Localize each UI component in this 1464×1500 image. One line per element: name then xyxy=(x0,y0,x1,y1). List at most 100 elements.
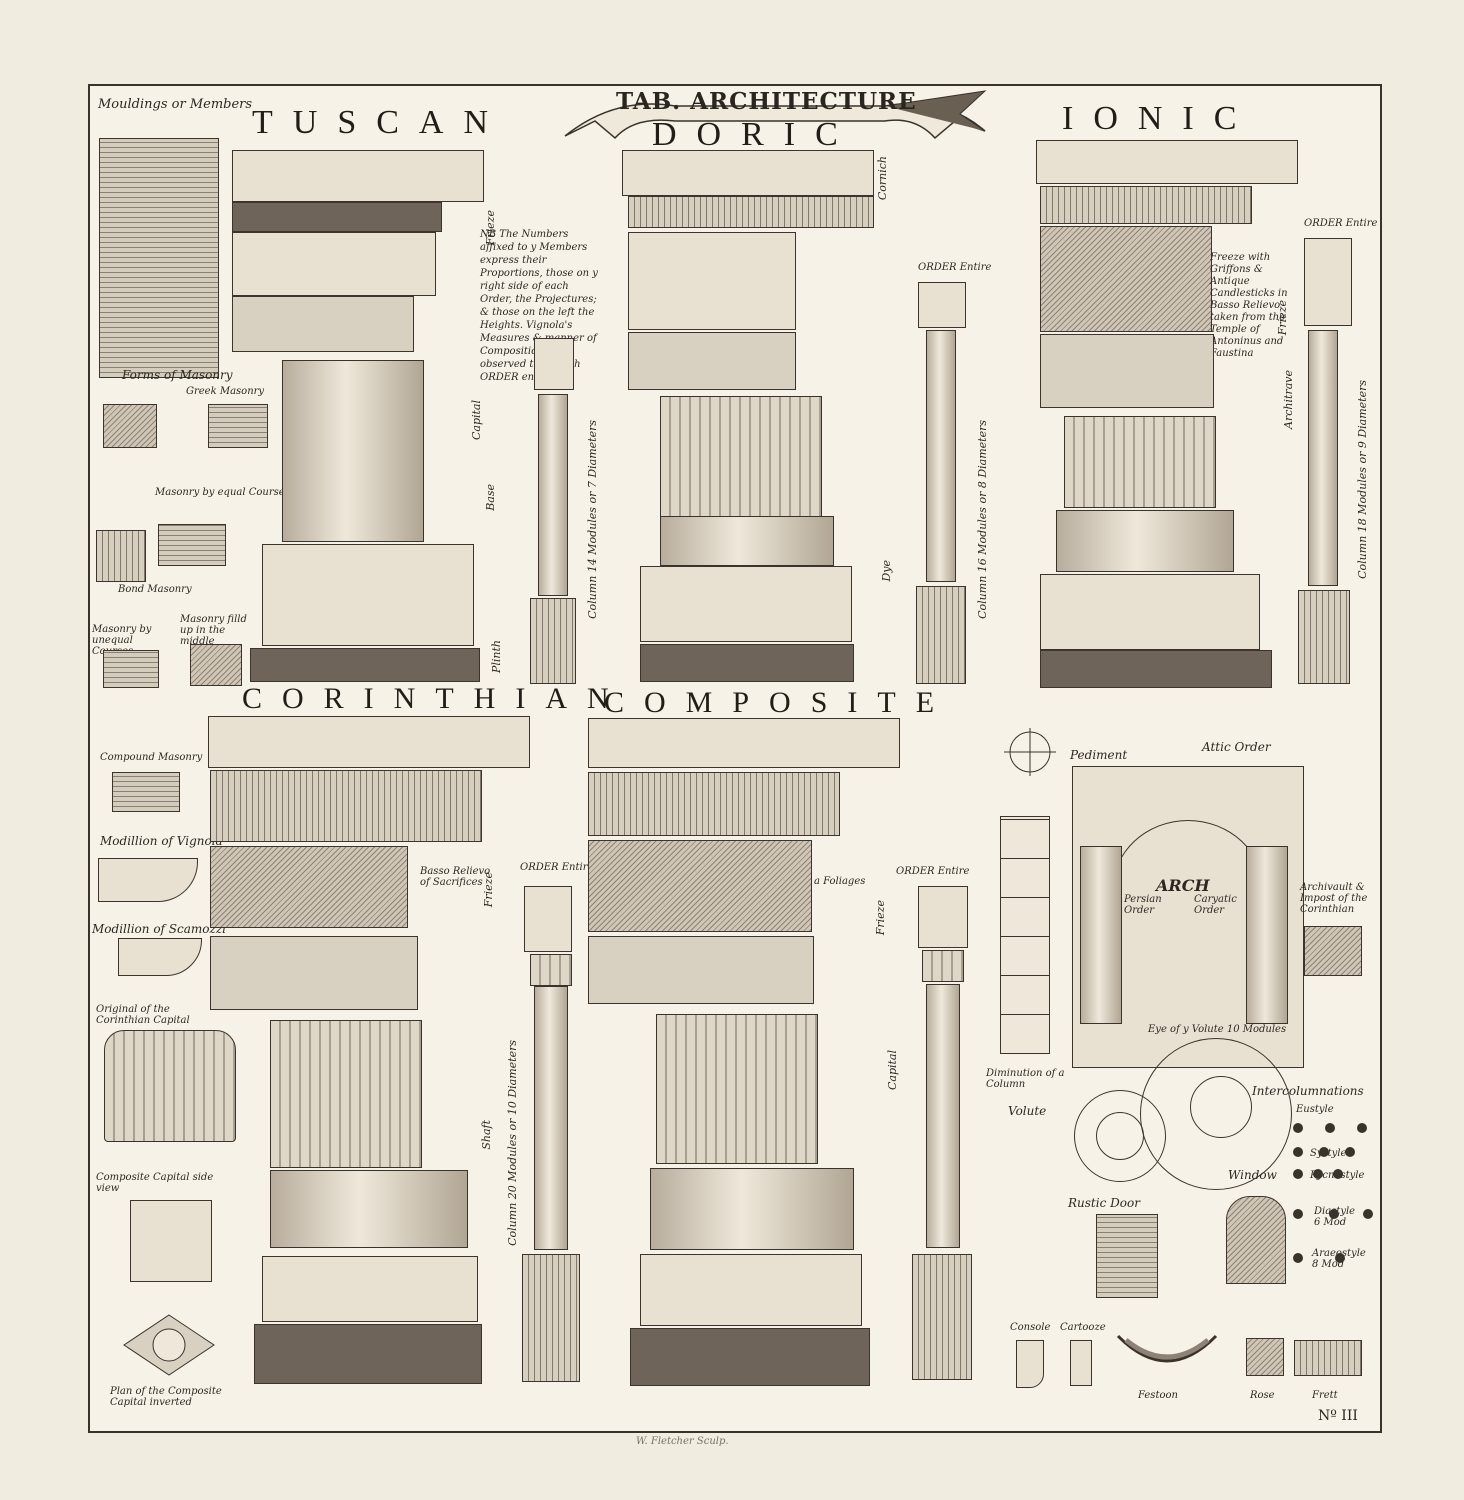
capital-plan-icon xyxy=(123,1314,215,1376)
compound-masonry-label: Compound Masonry xyxy=(100,752,203,763)
tuscan-plinth-label: Plinth xyxy=(490,640,503,674)
ionic-column-shaft xyxy=(1308,330,1338,586)
composite-base xyxy=(650,1168,854,1250)
composite-capital xyxy=(656,1014,818,1164)
plan-capital-label: Plan of the Composite Capital inverted xyxy=(110,1386,222,1408)
rose-label: Rose xyxy=(1250,1390,1275,1401)
composite-order-entire: ORDER Entire xyxy=(896,866,970,877)
masonry-sample-filled xyxy=(190,644,242,686)
caryatic-order-label: Caryatic Order xyxy=(1194,894,1237,916)
corinthian-entablature-mini xyxy=(524,886,572,952)
order-title-tuscan: TUSCAN xyxy=(252,104,509,141)
plate-number: Nº III xyxy=(1318,1408,1358,1424)
masonry-equal-label: Masonry by equal Courses xyxy=(155,487,290,498)
corinthian-base xyxy=(270,1170,468,1248)
masonry-sample-equal xyxy=(158,524,226,566)
ionic-column-proportion: Column 18 Modules or 9 Diameters xyxy=(1356,380,1369,579)
tuscan-base xyxy=(250,648,480,682)
doric-base-torus xyxy=(660,516,834,566)
ionic-base xyxy=(1056,510,1234,572)
tuscan-column-pedestal xyxy=(530,598,576,684)
doric-mutules xyxy=(628,196,874,228)
pediment-label: Pediment xyxy=(1070,748,1128,762)
tuscan-architrave xyxy=(232,296,414,352)
corinthian-mini-capital xyxy=(530,954,572,986)
composite-foliages-label: a Foliages xyxy=(814,876,866,887)
tuscan-capital-label: Capital xyxy=(470,400,483,441)
intercolumnation-circle xyxy=(1140,1038,1292,1190)
tuscan-capital-detail xyxy=(282,360,424,542)
composite-plinth xyxy=(630,1328,870,1386)
doric-pedestal xyxy=(640,566,852,642)
eustyle-label: Eustyle xyxy=(1296,1104,1334,1115)
tuscan-cornice xyxy=(232,150,484,202)
bleed-through-text xyxy=(0,60,40,1260)
ionic-pedestal xyxy=(1040,574,1260,650)
order-title-composite: COMPOSITE xyxy=(604,686,955,719)
ionic-plinth xyxy=(1040,650,1272,688)
tuscan-column-shaft xyxy=(538,394,568,596)
intercolumnation-dots-icon xyxy=(1293,1123,1373,1263)
mouldings-table xyxy=(99,138,219,378)
modillion-vignola-label: Modillion of Vignola xyxy=(100,834,223,848)
diminution-circle-icon xyxy=(1004,728,1056,776)
doric-column-pedestal xyxy=(916,586,966,684)
corinthian-column-shaft xyxy=(534,986,568,1250)
modillion-scamozzi-label: Modillion of Scamozzi xyxy=(92,922,226,936)
order-title-doric: DORIC xyxy=(652,116,858,153)
greek-masonry-label: Greek Masonry xyxy=(186,386,265,397)
doric-plinth xyxy=(640,644,854,682)
console-label: Console xyxy=(1010,1322,1051,1333)
corinthian-shaft-label: Shaft xyxy=(480,1120,493,1150)
window-elevation xyxy=(1226,1196,1286,1284)
mouldings-heading: Mouldings or Members xyxy=(98,97,253,112)
corinthian-frieze-sacrifice xyxy=(210,846,408,928)
composite-cornice xyxy=(588,718,900,768)
corinthian-architrave xyxy=(210,936,418,1010)
volute-label: Volute xyxy=(1008,1104,1047,1118)
composite-entablature-mini xyxy=(918,886,968,948)
diminution-label: Diminution of a Column xyxy=(986,1068,1065,1090)
cartooze-icon xyxy=(1070,1340,1092,1386)
tuscan-base-label: Base xyxy=(484,484,497,511)
masonry-filled-label: Masonry filld up in the middle xyxy=(180,614,247,647)
doric-frieze-triglyphs xyxy=(628,232,796,330)
corinthian-order-entire: ORDER Entire xyxy=(520,862,594,873)
composite-dentils xyxy=(588,772,840,836)
bond-masonry-label: Bond Masonry xyxy=(118,584,192,595)
forms-of-masonry-label: Forms of Masonry xyxy=(122,368,233,382)
title-banner xyxy=(564,90,987,140)
window-label: Window xyxy=(1228,1168,1277,1182)
doric-cornice-label: Cornich xyxy=(876,156,889,201)
rose-icon xyxy=(1246,1338,1284,1376)
corinthian-frieze-label: Frieze xyxy=(482,872,495,908)
ionic-frieze-note: Freeze with Griffons & Antique Candlesti… xyxy=(1210,252,1288,359)
order-title-corinthian: CORINTHIAN xyxy=(242,682,629,715)
cartooze-label: Cartooze xyxy=(1060,1322,1106,1333)
intercolumnations-label: Intercolumnations xyxy=(1252,1084,1364,1098)
doric-capital xyxy=(660,396,822,518)
frett-icon xyxy=(1294,1340,1362,1376)
ionic-cornice xyxy=(1036,140,1298,184)
frett-label: Frett xyxy=(1312,1390,1338,1401)
doric-cornice xyxy=(622,150,874,196)
composite-mini-capital xyxy=(922,950,964,982)
masonry-sample-bond xyxy=(96,530,146,582)
corinthian-pedestal xyxy=(262,1256,478,1322)
doric-column-shaft xyxy=(926,330,956,582)
engraver-signature: W. Fletcher Sculp. xyxy=(636,1436,729,1447)
doric-order-entire: ORDER Entire xyxy=(918,262,992,273)
composite-pedestal xyxy=(640,1254,862,1326)
persian-order-label: Persian Order xyxy=(1124,894,1162,916)
diminution-diagram xyxy=(1000,816,1050,1054)
compound-masonry-sample xyxy=(112,772,180,812)
attic-order-label: Attic Order xyxy=(1202,740,1271,754)
masonry-sample-net xyxy=(103,404,157,448)
tuscan-column-proportion: Column 14 Modules or 7 Diameters xyxy=(586,420,599,619)
tuscan-pedestal xyxy=(262,544,474,646)
festoon-label: Festoon xyxy=(1138,1390,1178,1401)
doric-architrave xyxy=(628,332,796,390)
caryatid-figure xyxy=(1246,846,1288,1024)
corinthian-plinth xyxy=(254,1324,482,1384)
arch-label: ARCH xyxy=(1156,876,1210,895)
